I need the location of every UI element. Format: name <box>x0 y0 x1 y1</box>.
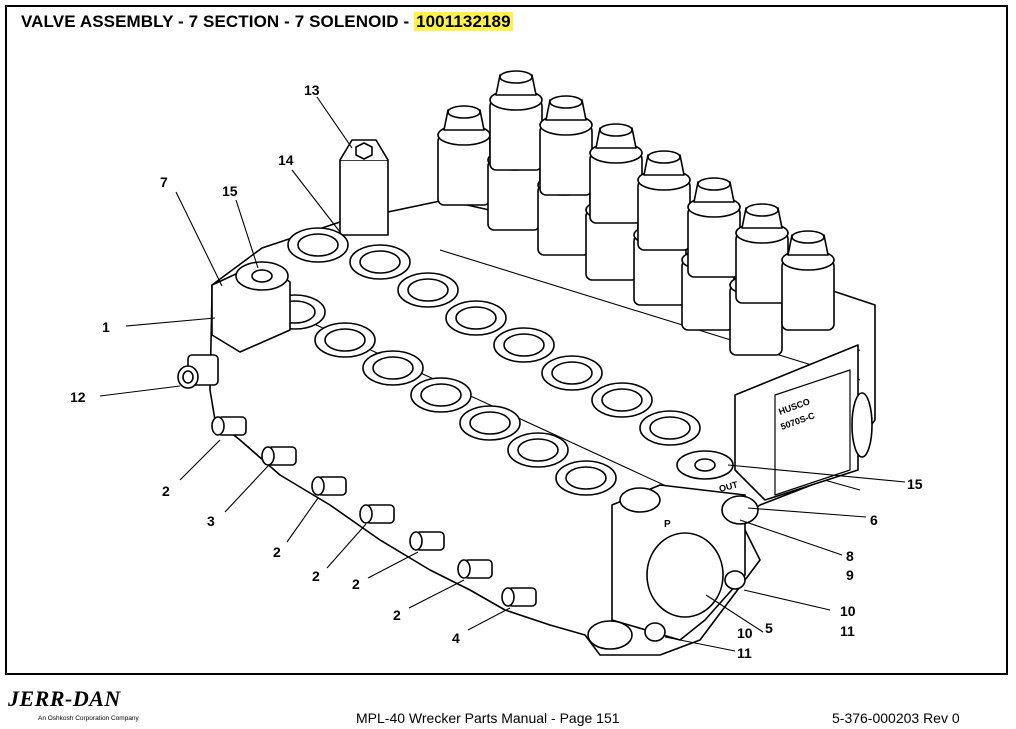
callout-8: 8 <box>846 548 854 564</box>
jerr-dan-logo: JERR-DAN An Oshkosh Corporation Company <box>8 686 139 722</box>
callout-4: 4 <box>452 630 460 646</box>
callout-7: 7 <box>160 174 168 190</box>
callout-11: 11 <box>840 623 855 639</box>
spool-ends <box>211 416 537 607</box>
callout-10: 10 <box>840 603 856 619</box>
port-p-text: P <box>664 519 671 530</box>
leader-lines <box>99 96 906 652</box>
callout-11: 11 <box>737 645 752 661</box>
relief-valve-cartridge <box>339 139 389 236</box>
inlet-fitting <box>177 354 219 389</box>
callout-15: 15 <box>222 183 238 199</box>
document-number: 5-376-000203 Rev 0 <box>832 710 960 726</box>
callout-1: 1 <box>102 319 110 335</box>
port-out-text: OUT <box>718 479 739 494</box>
callout-5: 5 <box>765 620 773 636</box>
logo-text: JERR-DAN <box>8 686 121 711</box>
callout-13: 13 <box>304 82 320 98</box>
callout-14: 14 <box>278 152 294 168</box>
callout-12: 12 <box>70 389 86 405</box>
callout-2: 2 <box>393 607 401 623</box>
callout-6: 6 <box>870 512 878 528</box>
end-cap-block <box>734 344 873 501</box>
solenoid-row-front <box>489 70 835 331</box>
callout-10: 10 <box>737 625 753 641</box>
callout-3: 3 <box>207 513 215 529</box>
callout-2: 2 <box>273 544 281 560</box>
part-number-highlight: 1001132189 <box>414 12 513 31</box>
callout-2: 2 <box>312 568 320 584</box>
title-prefix: VALVE ASSEMBLY - 7 SECTION - 7 SOLENOID … <box>21 12 415 31</box>
callout-15: 15 <box>907 476 923 492</box>
callout-2: 2 <box>352 576 360 592</box>
top-port-row <box>287 227 701 446</box>
logo-subtitle: An Oshkosh Corporation Company <box>38 715 139 722</box>
outlet-block <box>587 450 759 650</box>
callout-2: 2 <box>162 483 170 499</box>
manual-page-footer: MPL-40 Wrecker Parts Manual - Page 151 <box>356 710 620 726</box>
inlet-block <box>211 261 291 353</box>
callout-9: 9 <box>846 567 854 583</box>
page-title: VALVE ASSEMBLY - 7 SECTION - 7 SOLENOID … <box>21 12 513 32</box>
